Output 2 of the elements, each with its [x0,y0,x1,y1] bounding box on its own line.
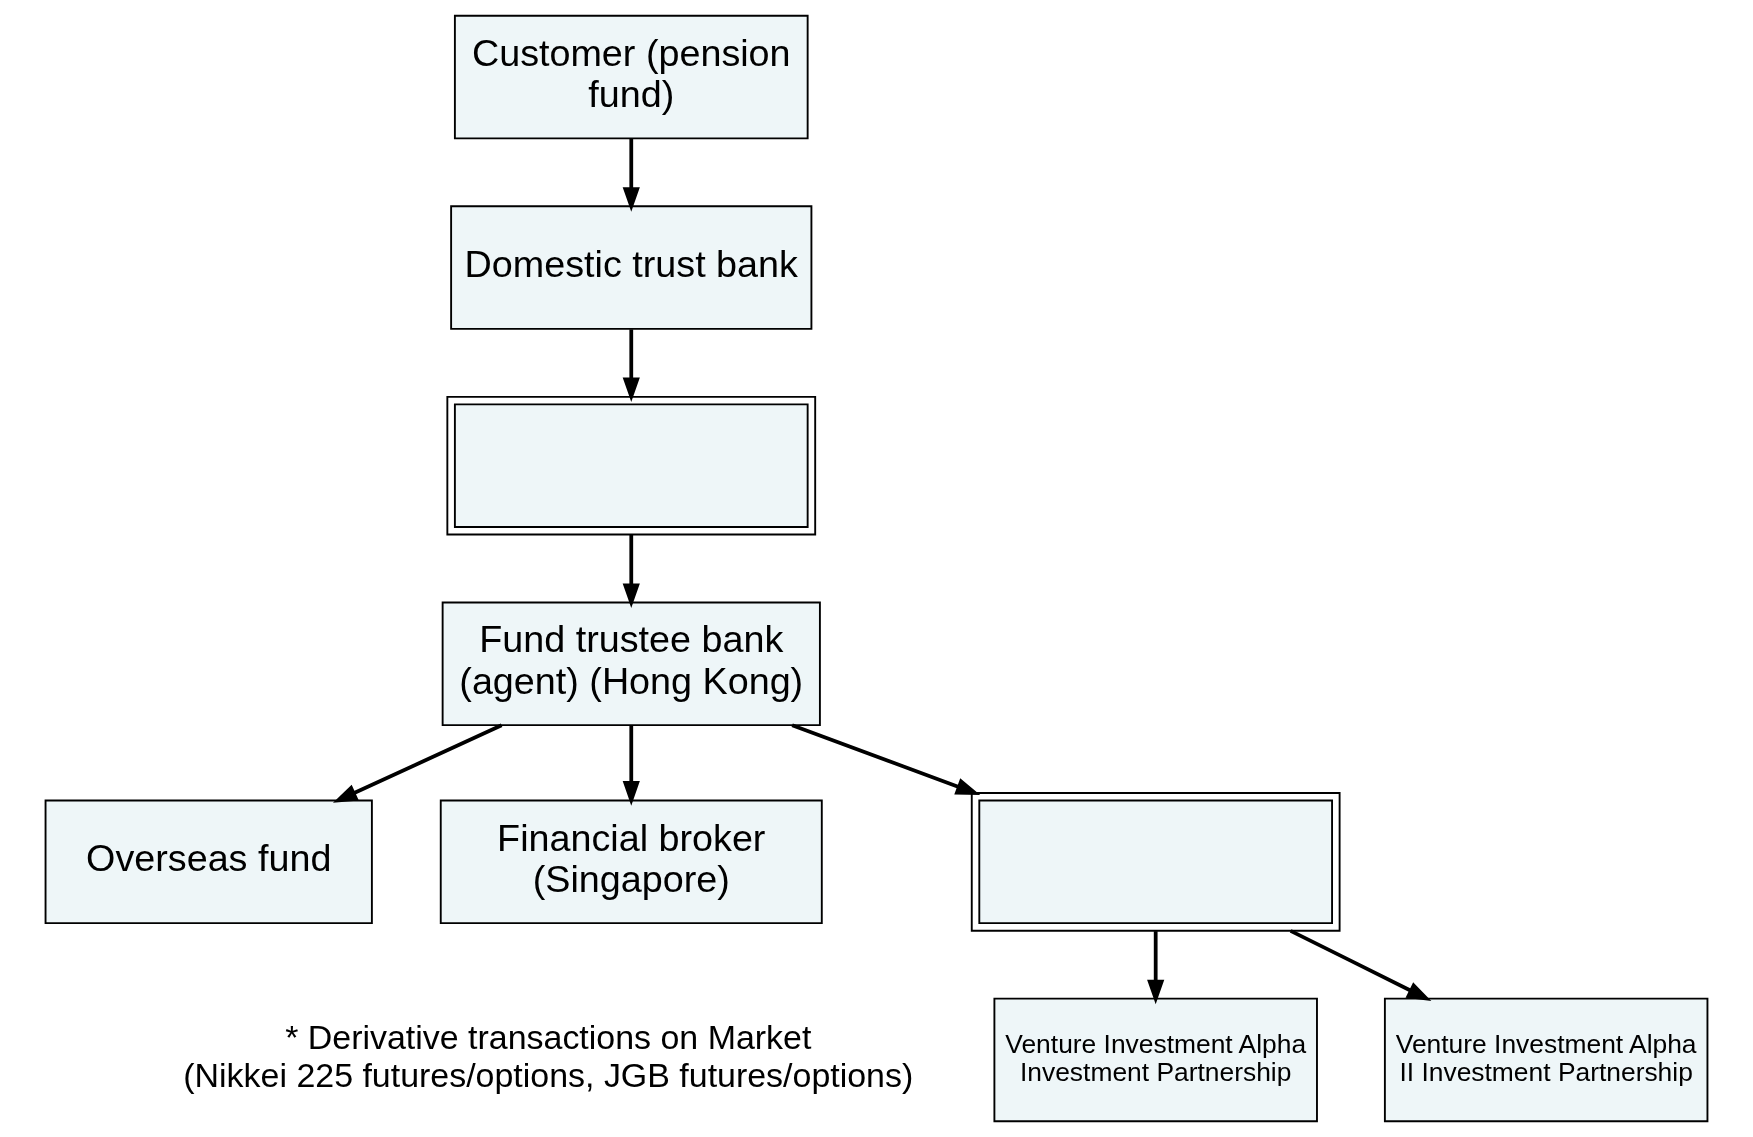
node-label: * Derivative transactions on Market [285,1018,812,1057]
node-label: (Nikkei 225 futures/options, JGB futures/options) [183,1056,914,1095]
